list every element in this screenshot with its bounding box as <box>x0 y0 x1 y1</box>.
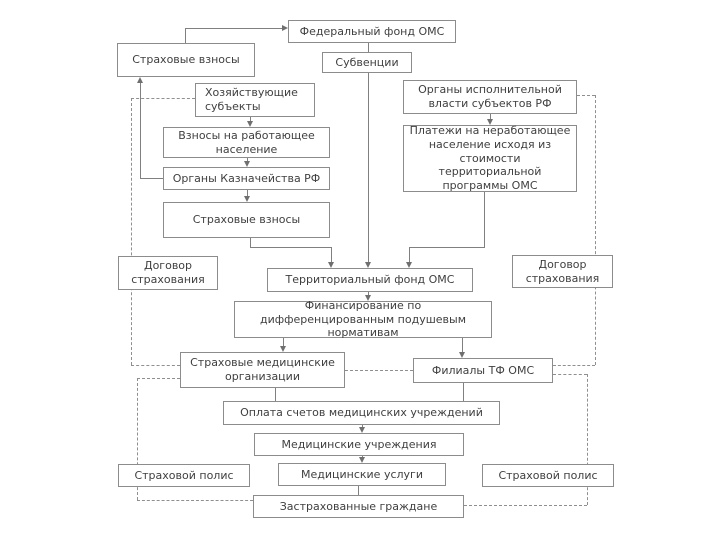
arrow-treasury-contribtop <box>137 77 143 83</box>
node-label: Взносы на работающее население <box>178 128 315 156</box>
connector-federal-subventions <box>368 43 369 52</box>
arrow-business-working <box>247 121 253 127</box>
node-treasury: Органы Казначейства РФ <box>163 167 330 190</box>
arrow-billpayment-institutions <box>359 427 365 433</box>
dashed-executive-contractright-v <box>595 95 596 365</box>
arrow-treasury-contrib2 <box>244 196 250 202</box>
node-label: Договор страхования <box>131 259 205 286</box>
node-label: Территориальный фонд ОМС <box>285 273 455 287</box>
node-territorial-fund: Территориальный фонд ОМС <box>267 268 473 292</box>
node-label: Оплата счетов медицинских учреждений <box>240 406 483 420</box>
node-insurance-policy-right: Страховой полис <box>482 464 614 487</box>
node-label: Страховые медицинские организации <box>190 356 335 383</box>
node-label: Застрахованные граждане <box>279 499 438 513</box>
node-financing: Финансирование по дифференцированным под… <box>234 298 492 340</box>
dashed-smo-policyleft-h <box>137 378 180 379</box>
node-label: Органы Казначейства РФ <box>172 171 321 185</box>
node-label: Субвенции <box>335 55 399 69</box>
node-insurance-medical-orgs: Страховые медицинские организации <box>180 352 345 388</box>
connector-subventions-territorial <box>368 72 369 262</box>
connector-working-treasury <box>247 158 248 162</box>
connector-financing-smo <box>283 338 284 346</box>
node-nonworking-payments: Платежи на неработающее население исходя… <box>403 124 577 193</box>
node-label: Страховые взносы <box>132 53 240 67</box>
arrow-financing-branches <box>459 352 465 358</box>
arrow-institutions-services <box>359 457 365 463</box>
node-medical-services: Медицинские услуги <box>278 463 446 486</box>
dashed-policyleft-insured-h <box>137 500 253 501</box>
node-insurance-contract-left: Договор страхования <box>118 256 218 290</box>
dashed-business-contractleft-v <box>131 98 132 365</box>
connector-treasury-contribtop-v <box>140 83 141 178</box>
arrow-subventions-territorial <box>365 262 371 268</box>
arrow-contrib2-territorial <box>328 262 334 268</box>
arrow-executive-nonworking <box>487 119 493 125</box>
connector-territorial-financing <box>368 292 369 295</box>
dashed-branches-policyright-h <box>553 374 587 375</box>
node-insurance-contributions-top: Страховые взносы <box>117 43 255 77</box>
node-label: Филиалы ТФ ОМС <box>431 363 535 377</box>
connector-institutions-services <box>362 456 363 457</box>
node-insurance-policy-left: Страховой полис <box>118 464 250 487</box>
node-medical-institutions: Медицинские учреждения <box>254 433 464 456</box>
connector-contribtop-federal-h <box>185 28 282 29</box>
dashed-business-contractleft-h <box>131 98 195 99</box>
node-federal-fund: Федеральный фонд ОМС <box>288 20 456 43</box>
node-executive-authorities: Органы исполнительной власти субъектов Р… <box>403 80 577 114</box>
dashed-contractright-branches-h <box>553 365 595 366</box>
dashed-executive-contractright-h <box>577 95 595 96</box>
connector-nonworking-territorial-v2 <box>409 247 410 262</box>
arrow-into-federal-fund <box>282 25 288 31</box>
dashed-smo-branches <box>345 370 413 371</box>
node-tf-branches: Филиалы ТФ ОМС <box>413 358 553 383</box>
dashed-branches-policyright-v <box>587 374 588 505</box>
arrow-territorial-financing <box>365 295 371 301</box>
connector-treasury-contribtop-h <box>140 178 163 179</box>
connector-contrib2-territorial-h <box>250 247 332 248</box>
node-insurance-contract-right: Договор страхования <box>512 255 613 288</box>
node-label: Страховой полис <box>498 468 598 482</box>
node-label: Хозяйствующие субъекты <box>205 86 298 113</box>
node-working-contributions: Взносы на работающее население <box>163 127 330 158</box>
node-label: Органы исполнительной власти субъектов Р… <box>418 83 562 110</box>
connector-financing-branches <box>462 338 463 352</box>
connector-branches-billpayment <box>463 383 464 401</box>
node-label: Платежи на неработающее население исходя… <box>409 124 571 193</box>
dashed-smo-policyleft-v <box>137 378 138 500</box>
connector-contrib2-territorial-v2 <box>331 247 332 262</box>
arrow-financing-smo <box>280 346 286 352</box>
node-business-entities: Хозяйствующие субъекты <box>195 83 315 117</box>
connector-services-insured <box>358 486 359 495</box>
node-label: Договор страхования <box>525 257 600 285</box>
arrow-nonworking-territorial <box>406 262 412 268</box>
node-label: Федеральный фонд ОМС <box>299 24 445 38</box>
node-subventions: Субвенции <box>322 52 412 73</box>
connector-treasury-contrib2 <box>247 190 248 196</box>
connector-contrib2-territorial-v1 <box>250 238 251 248</box>
node-insured-citizens: Застрахованные граждане <box>253 495 464 518</box>
node-label: Медицинские услуги <box>301 467 423 481</box>
arrow-working-treasury <box>244 161 250 167</box>
node-label: Медицинские учреждения <box>281 437 437 451</box>
connector-business-working <box>250 117 251 122</box>
node-label: Страховой полис <box>134 468 234 482</box>
node-bill-payment: Оплата счетов медицинских учреждений <box>223 401 500 425</box>
dashed-policyright-insured-h <box>464 505 587 506</box>
connector-executive-nonworking <box>490 114 491 119</box>
connector-billpayment-institutions <box>362 425 363 427</box>
node-label: Финансирование по дифференцированным под… <box>259 298 467 340</box>
connector-contribtop-federal-v <box>185 28 186 43</box>
dashed-contractleft-smo-h <box>131 365 180 366</box>
connector-smo-billpayment <box>275 388 276 401</box>
node-insurance-contributions-2: Страховые взносы <box>163 202 330 238</box>
node-label: Страховые взносы <box>192 213 301 227</box>
connector-nonworking-territorial-h <box>409 247 485 248</box>
connector-nonworking-territorial-v1 <box>484 192 485 248</box>
